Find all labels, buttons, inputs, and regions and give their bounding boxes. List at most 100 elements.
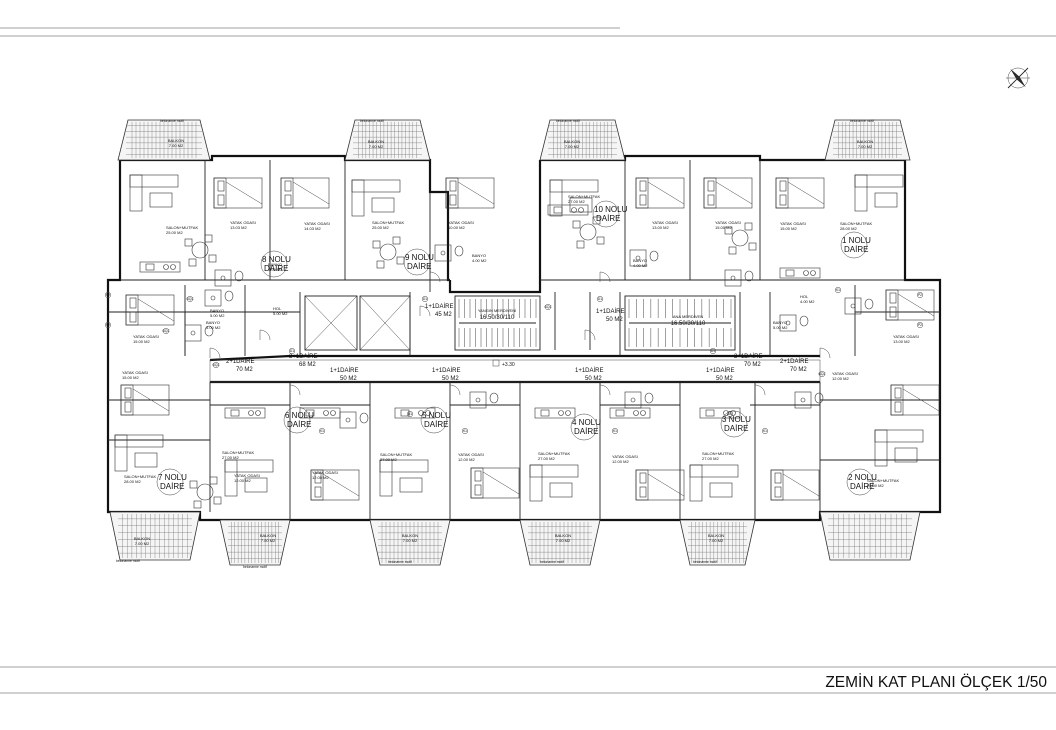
bathroom-fixtures — [469, 391, 499, 409]
balcony-area: 7.00 M2 — [135, 541, 150, 546]
tag-circle — [916, 291, 924, 299]
balcony-area: 7.00 M2 — [565, 144, 580, 149]
room-name: BANYO — [472, 253, 486, 258]
balcony-note: betonarme motif — [116, 559, 140, 563]
room-area: 25.00 M2 — [372, 225, 389, 230]
tag-circle — [406, 410, 414, 418]
unit-label: DAİRE — [596, 214, 620, 223]
furniture — [114, 174, 940, 509]
door — [819, 347, 831, 359]
balcony-note: betonarme motif — [850, 119, 874, 123]
bed — [885, 289, 935, 321]
area-size: 45 M2 — [435, 312, 452, 318]
unit-label: DAİRE — [287, 420, 311, 429]
tag-label: P2 — [918, 293, 922, 297]
balconies — [109, 119, 921, 566]
tag-label: D1 — [728, 412, 732, 416]
bed — [213, 177, 263, 209]
unit-label: 2 NOLU — [848, 473, 877, 482]
tag-circle — [162, 327, 170, 335]
stair-name: YANGIN MERDİVENİ — [478, 308, 516, 313]
room-name: YATAK ODASI — [612, 454, 638, 459]
tag-label: GÇC — [818, 372, 826, 376]
door — [599, 384, 611, 396]
room-area: 28.00 M2 — [840, 226, 857, 231]
unit-label: 10 NOLU — [594, 205, 628, 214]
balcony-name: BALKON — [260, 533, 276, 538]
tag-circle — [818, 370, 826, 378]
sofa — [379, 459, 429, 497]
room-name: SALON+MUTFAK — [867, 478, 899, 483]
unit-badge — [420, 406, 448, 434]
tag-circle — [104, 291, 112, 299]
area-type: 1+1DAİRE — [432, 367, 461, 374]
kitchen-counter — [779, 267, 821, 279]
area-size: 50 M2 — [606, 317, 623, 323]
room-name: YATAK ODASI — [780, 221, 806, 226]
room-name: YATAK ODASI — [832, 371, 858, 376]
area-type: 1+1DAİRE — [596, 308, 625, 315]
tag-circle — [916, 321, 924, 329]
room-name: SALON+MUTFAK — [840, 221, 872, 226]
balcony-note: betonarme motif — [556, 119, 580, 123]
room-area: 27.00 M2 — [380, 457, 397, 462]
unit-badge — [570, 413, 598, 441]
room-name: YATAK ODASI — [312, 470, 338, 475]
tag-label: D1 — [408, 412, 412, 416]
door — [754, 384, 766, 396]
unit-badge — [846, 468, 874, 496]
bed — [120, 384, 170, 416]
kitchen-counter — [224, 407, 266, 419]
bed — [445, 177, 495, 209]
tag-circle — [421, 295, 429, 303]
unit-label: 6 NOLU — [285, 411, 314, 420]
door — [599, 271, 611, 283]
tag-label: D1 — [290, 349, 294, 353]
bathroom-fixtures — [434, 244, 464, 262]
unit-label: DAİRE — [724, 424, 748, 433]
room-area: 28.00 M2 — [124, 479, 141, 484]
room-area: 5.00 M2 — [206, 325, 221, 330]
room-name: BANYO — [210, 308, 224, 313]
room-name: YATAK ODASI — [304, 221, 330, 226]
balcony-name: BALKON — [134, 536, 150, 541]
room-area: 12.00 M2 — [234, 478, 251, 483]
tag-label: GÇC — [186, 297, 194, 301]
room-area: 4.00 M2 — [800, 299, 815, 304]
tag-circle — [104, 321, 112, 329]
tag-circle — [318, 427, 326, 435]
room-name: YATAK ODASI — [133, 334, 159, 339]
interior-walls — [108, 160, 940, 520]
bed — [125, 294, 175, 326]
room-name: YATAK ODASI — [652, 220, 678, 225]
unit-label: DAİRE — [844, 245, 868, 254]
area-type: 1+1DAİRE — [330, 367, 359, 374]
room-area: 5.00 M2 — [773, 325, 788, 330]
room-area: 25.00 M2 — [166, 230, 183, 235]
room-area: 5.00 M2 — [210, 313, 225, 318]
room-name: SALON+MUTFAK — [702, 451, 734, 456]
area-type: 1+1DAİRE — [425, 303, 454, 310]
area-size: 50 M2 — [340, 376, 357, 382]
bed — [770, 469, 820, 501]
room-name: BANYO — [206, 320, 220, 325]
door — [289, 384, 301, 396]
balcony-area: 7.00 M2 — [403, 538, 418, 543]
area-type: 1+1DAİRE — [575, 367, 604, 374]
level-marker — [492, 359, 500, 367]
balcony-name: BALKON — [555, 533, 571, 538]
room-name: SALON+MUTFAK — [568, 194, 600, 199]
room-name: YATAK ODASI — [458, 452, 484, 457]
room-area: 27.00 M2 — [568, 199, 585, 204]
tag-circle — [761, 427, 769, 435]
bathroom-fixtures — [779, 314, 809, 332]
balcony-name: BALKON — [564, 139, 580, 144]
room-area: 13.00 M2 — [652, 225, 669, 230]
balcony-name: BALKON — [402, 533, 418, 538]
unit-label: 5 NOLU — [422, 411, 451, 420]
unit-badge — [840, 231, 868, 259]
balcony-name: BALKON — [168, 138, 184, 143]
room-name: BANYO — [633, 258, 647, 263]
room-area: 12.00 M2 — [612, 459, 629, 464]
